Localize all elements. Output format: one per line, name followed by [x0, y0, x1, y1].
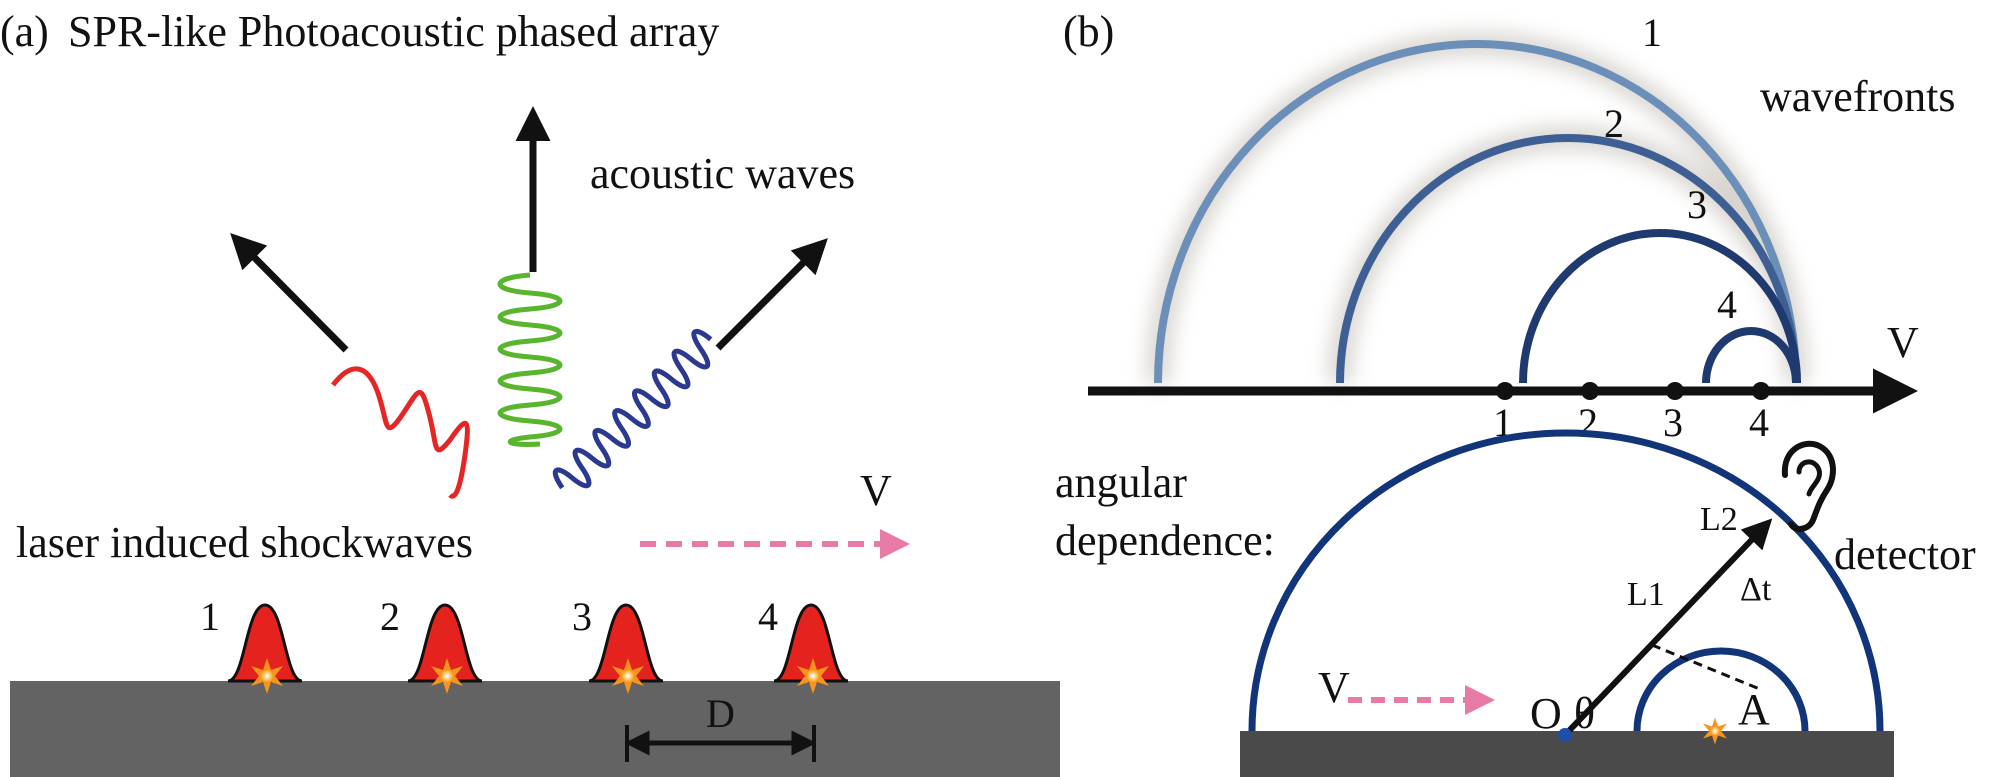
- origin-point: [1558, 728, 1572, 742]
- red-wave: [331, 366, 470, 499]
- ear-icon: [1781, 440, 1836, 532]
- detector-label: detector: [1834, 530, 1976, 579]
- panel-a: (a) SPR-like Photoacoustic phased array …: [0, 7, 1060, 777]
- arrow-left: [230, 233, 349, 353]
- source-label-b-4: 4: [1749, 400, 1769, 445]
- wavefront-4: [1702, 327, 1800, 384]
- velocity-label-a: V: [860, 466, 892, 515]
- shockwave-peak-4: [773, 603, 849, 694]
- angular-label-2: dependence:: [1055, 516, 1275, 565]
- l2-label: L2: [1700, 501, 1738, 538]
- delta-t-label: Δt: [1740, 571, 1772, 608]
- point-a-label: A: [1738, 685, 1770, 734]
- shockwave-peak-1: [227, 603, 303, 694]
- axis-label: V: [1887, 318, 1919, 367]
- source-label-a-3: 3: [572, 594, 592, 639]
- panel-b-label: (b): [1063, 7, 1114, 56]
- velocity-label-b: V: [1318, 663, 1350, 712]
- wavefront-1: [1154, 40, 1800, 384]
- small-circle: [1633, 647, 1809, 732]
- panel-a-title: SPR-like Photoacoustic phased array: [68, 7, 719, 56]
- source-label-a-2: 2: [380, 594, 400, 639]
- origin-label: O: [1530, 689, 1562, 738]
- source-point-2: [1581, 382, 1599, 400]
- wavefront-2: [1336, 134, 1800, 384]
- source-label-b-3: 3: [1663, 400, 1683, 445]
- l1-label: L1: [1627, 576, 1665, 613]
- source-label-b-2: 2: [1578, 400, 1598, 445]
- blue-wave: [552, 328, 713, 490]
- wavefront-3: [1519, 229, 1801, 384]
- wavefronts-label: wavefronts: [1760, 72, 1956, 121]
- wavefront-number-4: 4: [1717, 282, 1737, 327]
- wavefront-number-1: 1: [1642, 10, 1662, 55]
- large-circle: [1248, 429, 1884, 732]
- arrow-right: [715, 238, 828, 351]
- source-label-a-4: 4: [758, 594, 778, 639]
- panel-b: (b) 1 2 3 4 wavefronts V 1 2 3 4 angular…: [1055, 7, 1976, 777]
- spacing-label: D: [706, 691, 735, 736]
- source-label-a-1: 1: [200, 594, 220, 639]
- green-wave: [497, 272, 563, 447]
- acoustic-waves-label: acoustic waves: [590, 149, 855, 198]
- shockwave-peak-3: [588, 603, 664, 694]
- source-point-1: [1496, 382, 1514, 400]
- source-point-3: [1666, 382, 1684, 400]
- substrate-a: [10, 681, 1060, 777]
- source-point-4: [1752, 382, 1770, 400]
- angular-label-1: angular: [1055, 458, 1187, 507]
- path-line: [1562, 518, 1773, 738]
- wavefront-number-2: 2: [1604, 101, 1624, 146]
- shockwaves-label: laser induced shockwaves: [16, 518, 473, 567]
- theta-label: θ: [1574, 689, 1595, 738]
- wavefront-number-3: 3: [1687, 182, 1707, 227]
- source-label-b-1: 1: [1493, 400, 1513, 445]
- shockwave-peak-2: [407, 603, 483, 694]
- delta-t-dashed-line: [1651, 643, 1763, 692]
- panel-a-label: (a): [0, 7, 49, 56]
